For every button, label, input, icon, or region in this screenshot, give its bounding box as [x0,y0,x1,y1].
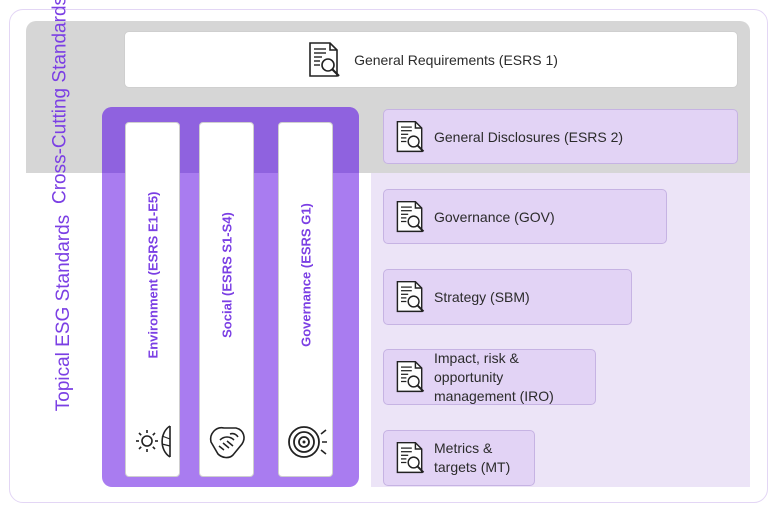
pillar-social: Social (ESRS S1-S4) [199,122,254,477]
strategy-sbm-card: Strategy (SBM) [383,269,632,325]
topical-esg-standards-label: Topical ESG Standards [53,214,74,412]
pillar-environment-label: Environment (ESRS E1-E5) [145,191,160,359]
metrics-targets-label: Metrics & targets (MT) [434,440,511,475]
document-search-icon [396,120,425,152]
general-requirements-card: General Requirements (ESRS 1) [124,31,738,88]
iro-card: Impact, risk & opportunity management (I… [383,349,596,405]
document-search-icon [396,441,425,474]
document-search-icon [309,41,340,77]
sun-leaf-icon [135,425,171,458]
governance-gov-label: Governance (GOV) [434,208,555,225]
document-search-icon [396,280,425,313]
pillar-governance: Governance (ESRS G1) [278,122,333,477]
iro-label: Impact, risk & opportunity management (I… [434,349,554,404]
pillar-social-label: Social (ESRS S1-S4) [219,211,234,338]
general-disclosures-label: General Disclosures (ESRS 2) [434,128,624,145]
cross-cutting-standards-label: Cross-Cutting Standards [49,0,71,205]
governance-gov-card: Governance (GOV) [383,189,667,244]
document-search-icon [396,360,425,393]
strategy-sbm-label: Strategy (SBM) [434,289,530,305]
document-search-icon [396,200,425,232]
metrics-targets-card: Metrics & targets (MT) [383,430,535,486]
handshake-icon [209,426,245,459]
pillar-governance-label: Governance (ESRS G1) [298,202,313,347]
pillar-environment: Environment (ESRS E1-E5) [125,122,180,477]
target-icon [287,426,327,458]
general-requirements-label: General Requirements (ESRS 1) [354,51,558,68]
general-disclosures-card: General Disclosures (ESRS 2) [383,109,738,164]
